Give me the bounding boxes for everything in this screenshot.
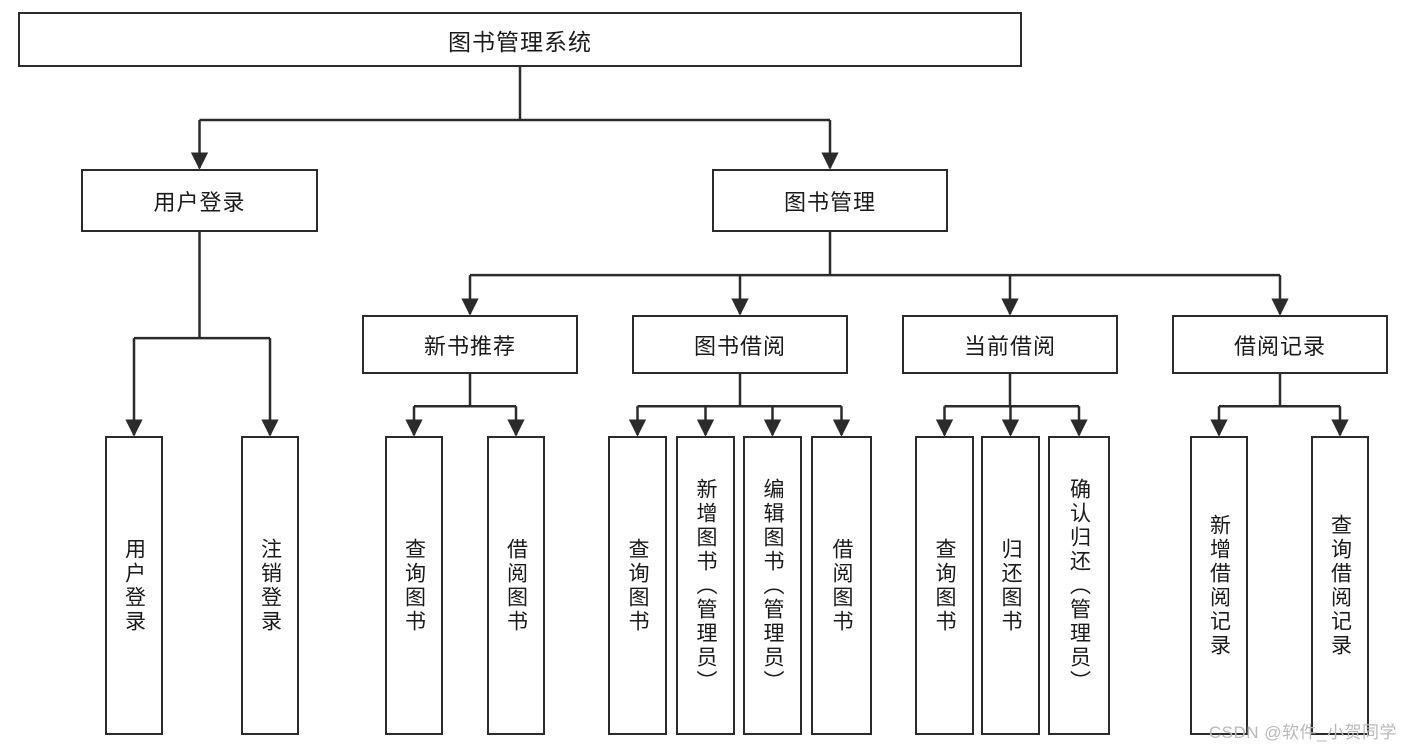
node-label: 确认归还（管理员） xyxy=(1067,477,1091,694)
node-label: 注销登录 xyxy=(258,537,282,634)
node-label: 编辑图书（管理员） xyxy=(761,477,784,694)
node-login[interactable]: 用户登录 xyxy=(81,169,318,232)
node-b1[interactable]: 查询图书 xyxy=(608,436,667,735)
node-b4[interactable]: 借阅图书 xyxy=(811,436,872,735)
node-c2[interactable]: 归还图书 xyxy=(981,436,1040,735)
node-label: 查询借阅记录 xyxy=(1328,513,1352,658)
node-root[interactable]: 图书管理系统 xyxy=(18,12,1022,67)
node-label: 新增图书（管理员） xyxy=(694,477,717,694)
node-label: 借阅图书 xyxy=(504,537,528,634)
node-borrow[interactable]: 图书借阅 xyxy=(632,315,848,374)
node-label: 归还图书 xyxy=(999,537,1022,634)
node-c1[interactable]: 查询图书 xyxy=(915,436,974,735)
node-label: 用户登录 xyxy=(122,537,146,634)
node-l1[interactable]: 用户登录 xyxy=(105,436,163,735)
node-c3[interactable]: 确认归还（管理员） xyxy=(1048,436,1110,735)
node-label: 查询图书 xyxy=(933,537,956,634)
node-label: 图书借阅 xyxy=(693,333,786,359)
node-label: 图书管理 xyxy=(783,189,876,215)
node-label: 借阅图书 xyxy=(830,537,853,634)
node-records[interactable]: 借阅记录 xyxy=(1172,315,1388,374)
node-n1[interactable]: 查询图书 xyxy=(385,436,443,735)
node-label: 图书管理系统 xyxy=(448,28,592,55)
node-newbook[interactable]: 新书推荐 xyxy=(362,315,578,374)
node-label: 查询图书 xyxy=(402,537,426,634)
node-label: 新书推荐 xyxy=(423,333,516,359)
node-l2[interactable]: 注销登录 xyxy=(241,436,299,735)
node-n2[interactable]: 借阅图书 xyxy=(487,436,545,735)
node-label: 当前借阅 xyxy=(963,333,1056,359)
node-label: 借阅记录 xyxy=(1233,333,1326,359)
node-r2[interactable]: 查询借阅记录 xyxy=(1311,436,1369,735)
node-bookmgmt[interactable]: 图书管理 xyxy=(712,169,948,232)
node-r1[interactable]: 新增借阅记录 xyxy=(1190,436,1248,735)
node-b2[interactable]: 新增图书（管理员） xyxy=(676,436,735,735)
node-label: 新增借阅记录 xyxy=(1207,513,1231,658)
node-b3[interactable]: 编辑图书（管理员） xyxy=(743,436,802,735)
csdn-watermark: CSDN @软件_小贺同学 xyxy=(1208,723,1397,742)
node-current[interactable]: 当前借阅 xyxy=(902,315,1118,374)
node-label: 用户登录 xyxy=(153,189,246,215)
node-label: 查询图书 xyxy=(626,537,649,634)
